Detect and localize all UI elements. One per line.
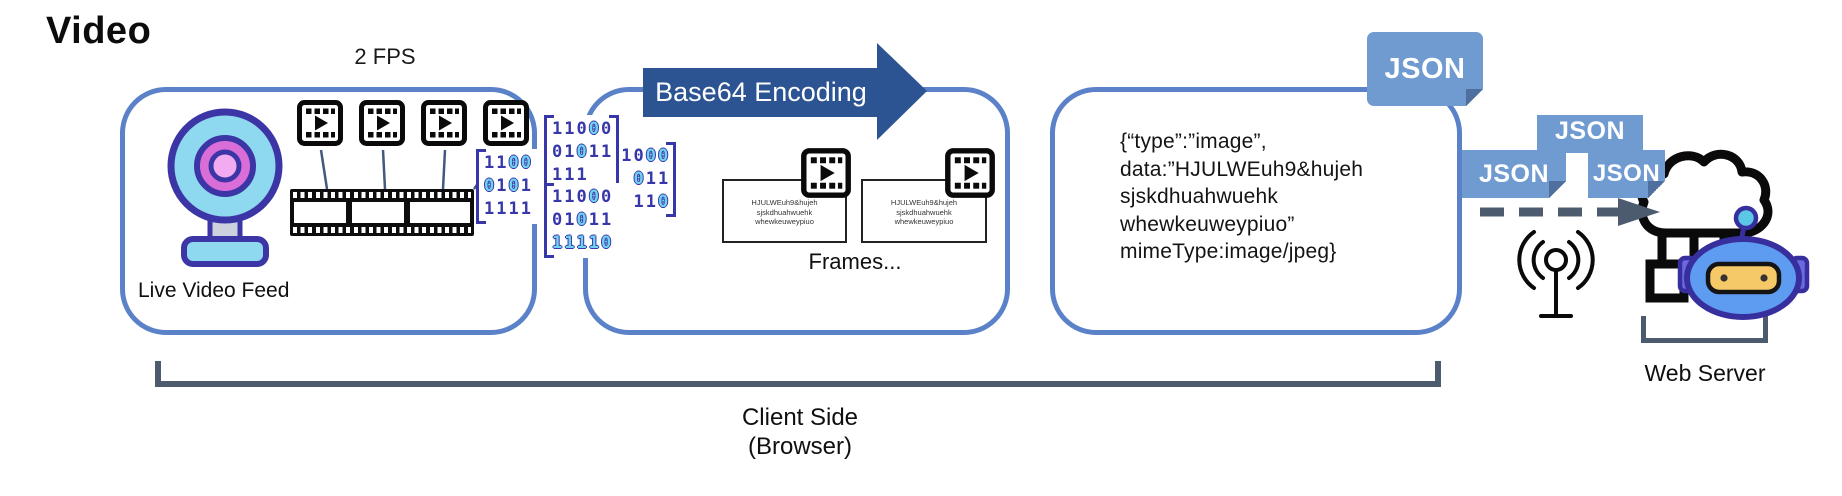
video-frame-icon (296, 99, 344, 147)
web-server-bracket (1641, 316, 1768, 343)
transfer-arrow (1480, 198, 1660, 226)
client-side-label: Client Side(Browser) (741, 404, 859, 460)
robot-icon (1677, 205, 1810, 320)
live-video-feed-label: Live Video Feed (138, 279, 290, 302)
fps-label: 2 FPS (354, 44, 416, 69)
video-frame-icon (482, 99, 530, 147)
video-frame-icon (800, 147, 852, 199)
json-payload-box (1050, 87, 1462, 335)
web-server-label: Web Server (1644, 360, 1766, 386)
page-title: Video (46, 10, 152, 52)
json-badge: JSON (1462, 150, 1566, 198)
filmstrip-icon (290, 189, 474, 236)
json-badge: JSON (1537, 115, 1643, 153)
json-badge: JSON (1367, 32, 1483, 106)
webcam-icon (167, 108, 283, 267)
video-frame-icon (944, 147, 996, 199)
broadcast-antenna-icon (1517, 230, 1595, 318)
frames-label: Frames... (808, 249, 902, 274)
video-frame-icon (358, 99, 406, 147)
video-frame-icon (420, 99, 468, 147)
json-badge: JSON (1588, 150, 1665, 198)
base64-arrow-label: Base64 Encoding (655, 77, 867, 107)
web-server-icon (1637, 149, 1810, 320)
client-side-bracket (155, 361, 1441, 387)
base64-arrow (643, 43, 927, 140)
